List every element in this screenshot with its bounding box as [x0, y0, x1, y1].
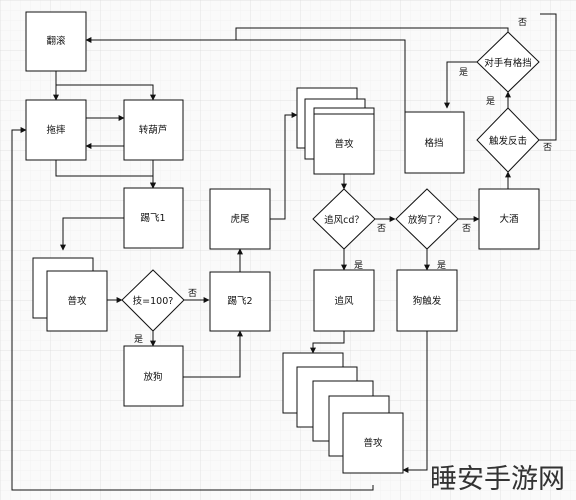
node-cond-skill: 技=100?	[121, 269, 185, 332]
node-cond-chase-cd: 追风cd？	[312, 188, 376, 250]
node-chase: 追风	[313, 269, 375, 332]
edge-label-counter-yes: 是	[486, 96, 495, 107]
watermark: 睡安手游网	[430, 464, 565, 495]
edge-label-chase-cd-yes: 是	[354, 260, 363, 271]
edge-dog-trigger-to-attack	[402, 331, 428, 473]
node-block-label: 格挡	[424, 137, 443, 149]
node-cond-chase-cd-label: 追风cd？	[324, 214, 364, 226]
node-chase-label: 追风	[334, 295, 354, 307]
edge-enemy-block-no-to-roll	[235, 27, 509, 40]
node-big-wine: 大酒	[478, 188, 540, 250]
node-attack-left: 普攻	[32, 257, 108, 332]
node-cond-skill-label: 技=100?	[133, 295, 174, 307]
edge-label-enemy-block-yes: 是	[459, 67, 468, 78]
edge-attack-loop-to-grab	[11, 127, 374, 491]
node-attack-mid-label: 普攻	[334, 138, 354, 150]
edge-block-to-roll	[85, 37, 406, 112]
edge-label-enemy-block-no: 否	[518, 17, 527, 28]
node-kick2-label: 踢飞2	[227, 296, 252, 307]
edge-kick1-to-attack	[60, 217, 124, 251]
edge-label-dog-yes: 是	[437, 260, 446, 271]
node-attack-left-label: 普攻	[67, 295, 87, 307]
node-kick2: 踢飞2	[209, 271, 271, 332]
edge-tiger-tail-to-attack	[270, 112, 298, 220]
edge-roll-to-gourd	[56, 84, 156, 101]
nodes: 翻滚 拖摔 转葫芦 踢飞1 普攻 技=100? 放	[25, 11, 540, 474]
node-grab-label: 拖摔	[46, 124, 66, 136]
node-kick1: 踢飞1	[123, 187, 184, 249]
edge-chase-to-attack	[310, 331, 345, 354]
node-big-wine-label: 大酒	[499, 213, 519, 225]
edge-label-chase-cd-no: 否	[377, 223, 386, 234]
node-attack-bottom-label: 普攻	[363, 437, 383, 449]
node-tiger-tail: 虎尾	[209, 188, 271, 250]
edge-label-dog-no: 否	[462, 223, 471, 234]
node-attack-bottom: 普攻	[282, 352, 404, 474]
node-gourd-label: 转葫芦	[139, 124, 168, 136]
node-dog-trigger: 狗触发	[396, 269, 458, 332]
node-kick1-label: 踢飞1	[140, 213, 165, 224]
node-gourd: 转葫芦	[123, 99, 184, 161]
edge-enemy-block-yes-to-block	[444, 61, 479, 109]
node-block: 格挡	[404, 111, 465, 174]
node-release-dog: 放狗	[123, 345, 184, 407]
node-cond-enemy-block: 对手有格挡	[476, 31, 540, 93]
node-cond-enemy-block-label: 对手有格挡	[484, 57, 532, 69]
node-cond-counter-label: 触发反击	[489, 135, 527, 147]
node-attack-mid: 普攻	[296, 87, 375, 175]
node-cond-dog-released-label: 放狗了？	[408, 214, 446, 226]
node-roll: 翻滚	[25, 11, 87, 72]
node-grab: 拖摔	[25, 99, 87, 161]
node-cond-counter: 触发反击	[476, 107, 540, 173]
edge-label-skill-yes: 是	[134, 334, 143, 345]
edge-label-counter-no: 否	[543, 142, 552, 153]
node-tiger-tail-label: 虎尾	[230, 213, 249, 225]
node-release-dog-label: 放狗	[143, 371, 162, 383]
node-dog-trigger-label: 狗触发	[413, 295, 442, 307]
edge-counter-no-loop-top	[539, 13, 557, 141]
edge-release-dog-to-kick2	[183, 330, 243, 378]
edges	[11, 13, 557, 491]
edge-labels: 否 是 是 否 是 否 是 否 是 否	[134, 17, 552, 345]
node-cond-dog-released: 放狗了？	[395, 188, 459, 250]
node-roll-label: 翻滚	[46, 35, 66, 47]
edge-label-skill-no: 否	[188, 288, 197, 299]
